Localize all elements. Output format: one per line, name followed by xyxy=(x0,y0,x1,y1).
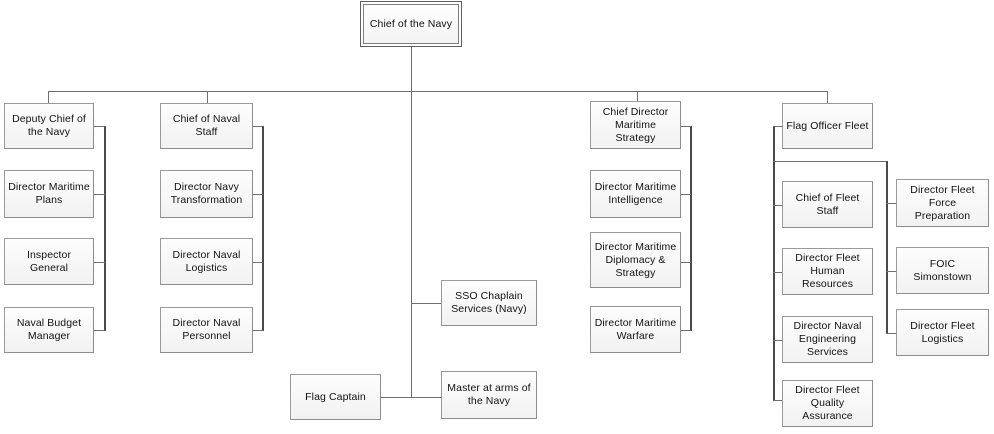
connector-spine-maritime-strategy xyxy=(690,126,692,331)
connector-deputy-to-maritime-plans xyxy=(94,194,105,195)
node-label: Chief of the Navy xyxy=(369,17,453,30)
node-label: Director Naval Engineering Services xyxy=(793,320,862,358)
node-label: Inspector General xyxy=(26,248,72,274)
node-label: Director Maritime Diplomacy & Strategy xyxy=(594,240,677,279)
node-label: Flag Officer Fleet xyxy=(786,119,869,132)
node-label: Director Fleet Logistics xyxy=(910,319,975,345)
connector-root-stem xyxy=(411,44,412,92)
node-label: Chief of Naval Staff xyxy=(172,113,241,138)
connector-right-to-force-prep xyxy=(886,203,897,204)
node-foic-simonstown[interactable]: FOIC Simonstown xyxy=(896,247,989,294)
node-label: Deputy Chief of the Navy xyxy=(12,113,86,138)
connector-deputy-to-budget-manager xyxy=(94,330,105,331)
node-label: Director Maritime Warfare xyxy=(594,316,677,342)
node-director-maritime-intelligence[interactable]: Director Maritime Intelligence xyxy=(590,170,681,218)
node-label: Director Fleet Force Preparation xyxy=(910,183,975,222)
connector-maritime-strategy-to-diplomacy xyxy=(681,262,691,263)
node-deputy-chief-of-the-navy[interactable]: Deputy Chief of the Navy xyxy=(4,103,94,149)
node-director-maritime-warfare[interactable]: Director Maritime Warfare xyxy=(590,306,681,353)
connector-spine-deputy xyxy=(104,126,106,331)
connector-maritime-strategy-head xyxy=(681,126,691,127)
node-director-naval-logistics[interactable]: Director Naval Logistics xyxy=(160,238,253,285)
connector-center-to-chaplain xyxy=(411,303,441,304)
node-director-fleet-force-preparation[interactable]: Director Fleet Force Preparation xyxy=(896,179,989,227)
node-director-fleet-logistics[interactable]: Director Fleet Logistics xyxy=(896,309,989,356)
node-director-fleet-quality-assurance[interactable]: Director Fleet Quality Assurance xyxy=(782,380,873,427)
node-chief-of-the-navy[interactable]: Chief of the Navy xyxy=(363,4,459,44)
node-label: Director Maritime Plans xyxy=(8,181,90,206)
connector-maritime-strategy-to-warfare xyxy=(681,330,691,331)
node-label: FOIC Simonstown xyxy=(913,257,972,283)
node-label: SSO Chaplain Services (Navy) xyxy=(451,290,527,315)
connector-right-to-fleet-logistics xyxy=(886,333,897,334)
connector-naval-staff-head xyxy=(252,126,263,127)
connector-drop-maritime-strategy xyxy=(637,91,638,103)
node-label: Director Fleet Quality Assurance xyxy=(795,384,860,422)
connector-drop-naval-staff xyxy=(207,91,208,103)
connector-spine-flag-officer-left xyxy=(773,126,775,401)
connector-center-to-flag-captain xyxy=(381,397,412,398)
node-label: Chief of Fleet Staff xyxy=(795,191,860,217)
node-flag-officer-fleet[interactable]: Flag Officer Fleet xyxy=(782,103,873,149)
node-director-maritime-diplomacy-strategy[interactable]: Director Maritime Diplomacy & Strategy xyxy=(590,232,681,288)
node-naval-budget-manager[interactable]: Naval Budget Manager xyxy=(4,307,94,353)
connector-naval-staff-to-personnel xyxy=(252,330,263,331)
connector-spine-naval-staff xyxy=(262,126,264,331)
connector-spine-flag-officer-right xyxy=(886,161,888,333)
connector-flag-officer-branch-bar xyxy=(773,161,887,162)
node-master-at-arms-of-the-navy[interactable]: Master at arms of the Navy xyxy=(441,371,537,419)
node-director-navy-transformation[interactable]: Director Navy Transformation xyxy=(160,170,253,218)
node-label: Naval Budget Manager xyxy=(16,317,82,342)
node-director-fleet-human-resources[interactable]: Director Fleet Human Resources xyxy=(782,248,873,295)
node-label: Director Fleet Human Resources xyxy=(795,252,860,290)
connector-maritime-strategy-to-intelligence xyxy=(681,194,691,195)
node-director-naval-personnel[interactable]: Director Naval Personnel xyxy=(160,307,253,353)
node-flag-captain[interactable]: Flag Captain xyxy=(290,374,381,420)
connector-flag-officer-to-fleet-quality xyxy=(773,400,784,401)
connector-right-to-foic xyxy=(886,271,897,272)
connector-drop-flag-officer xyxy=(827,91,828,103)
node-label: Director Naval Personnel xyxy=(172,317,241,342)
node-chief-director-maritime-strategy[interactable]: Chief Director Maritime Strategy xyxy=(590,101,681,149)
connector-flag-officer-to-chief-fleet-staff xyxy=(773,205,784,206)
connector-drop-deputy xyxy=(48,91,49,103)
connector-flag-officer-to-naval-engineering xyxy=(773,340,784,341)
node-inspector-general[interactable]: Inspector General xyxy=(4,238,94,285)
connector-top-bus xyxy=(48,91,828,92)
node-chief-of-naval-staff[interactable]: Chief of Naval Staff xyxy=(160,103,253,149)
connector-center-spine xyxy=(411,91,412,398)
connector-deputy-head xyxy=(94,126,105,127)
node-label: Chief Director Maritime Strategy xyxy=(602,105,669,144)
node-label: Flag Captain xyxy=(305,390,366,403)
node-director-maritime-plans[interactable]: Director Maritime Plans xyxy=(4,170,94,218)
node-label: Director Naval Logistics xyxy=(172,248,241,274)
node-label: Director Maritime Intelligence xyxy=(594,181,677,206)
node-director-naval-engineering-services[interactable]: Director Naval Engineering Services xyxy=(782,316,873,363)
node-chief-of-fleet-staff[interactable]: Chief of Fleet Staff xyxy=(782,181,873,228)
node-label: Master at arms of the Navy xyxy=(447,382,531,407)
connector-naval-staff-to-logistics xyxy=(252,262,263,263)
connector-naval-staff-to-transformation xyxy=(252,194,263,195)
connector-flag-officer-to-fleet-hr xyxy=(773,272,784,273)
connector-center-to-master-at-arms xyxy=(411,397,441,398)
node-label: Director Navy Transformation xyxy=(170,181,243,206)
connector-deputy-to-inspector-general xyxy=(94,262,105,263)
connector-flag-officer-head xyxy=(773,126,784,127)
node-sso-chaplain-services[interactable]: SSO Chaplain Services (Navy) xyxy=(441,280,537,326)
